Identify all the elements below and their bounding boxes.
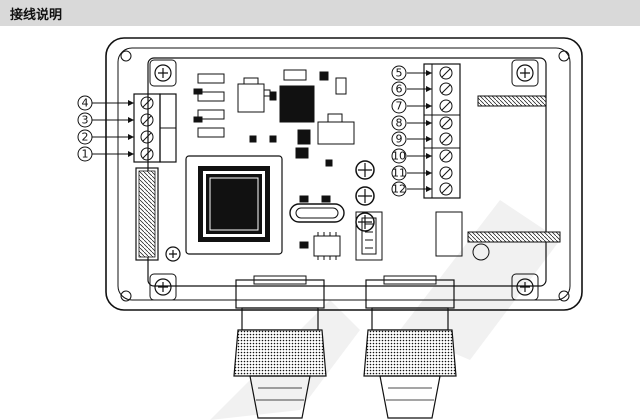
right-terminal-callouts: 5 6 7 8 9 10 11 12 — [391, 65, 432, 197]
crystal-oscillator — [289, 195, 345, 223]
page-title: 接线说明 — [10, 8, 63, 23]
mounting-hole-icon — [120, 50, 570, 302]
jst-connector — [355, 211, 383, 261]
terminal-label-9: 9 — [396, 133, 403, 146]
cable-gland-right — [363, 275, 457, 419]
terminal-label-10: 10 — [392, 150, 406, 163]
cable-gland-left — [233, 275, 327, 419]
terminal-label-11: 11 — [392, 167, 406, 180]
smd-components — [193, 69, 355, 167]
enclosure-inner — [117, 47, 571, 301]
main-chip — [185, 155, 283, 255]
terminal-label-4: 4 — [82, 97, 89, 110]
wiring-diagram: 4 3 2 1 — [77, 37, 583, 420]
left-terminal-block — [133, 93, 177, 163]
trimmer-icon — [355, 160, 375, 232]
terminal-label-8: 8 — [396, 117, 403, 130]
screw-icon — [149, 59, 539, 301]
terminal-label-2: 2 — [82, 131, 89, 144]
header-bar: 接线说明 — [0, 0, 640, 26]
small-ic — [299, 232, 341, 260]
terminal-label-12: 12 — [392, 183, 406, 196]
terminal-label-1: 1 — [82, 148, 89, 161]
terminal-label-3: 3 — [82, 114, 89, 127]
left-pin-header — [135, 167, 159, 261]
enclosure-outer — [105, 37, 583, 311]
terminal-label-6: 6 — [396, 83, 403, 96]
terminal-label-7: 7 — [396, 100, 403, 113]
right-terminal-block — [423, 63, 461, 199]
left-terminal-callouts: 4 3 2 1 — [77, 95, 134, 162]
right-pin-header — [435, 95, 561, 261]
terminal-label-5: 5 — [396, 67, 403, 80]
